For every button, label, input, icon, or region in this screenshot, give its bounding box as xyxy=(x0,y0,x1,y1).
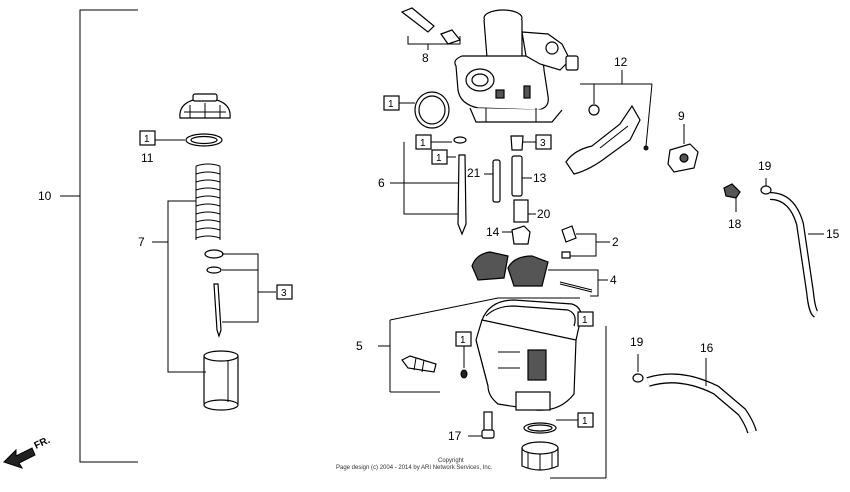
svg-text:1: 1 xyxy=(582,416,588,427)
carburetor-body xyxy=(454,9,579,123)
svg-text:3: 3 xyxy=(540,138,546,149)
float-needle-2: 2 xyxy=(561,225,619,259)
callout-20: 20 xyxy=(537,207,551,221)
bracket-7: 7 xyxy=(138,200,206,373)
callout-2: 2 xyxy=(612,235,619,249)
callout-6: 6 xyxy=(378,176,385,190)
jet-needle xyxy=(213,283,222,338)
svg-text:1: 1 xyxy=(388,99,394,110)
boxed-3-mid xyxy=(535,134,552,150)
float-bowl xyxy=(475,299,582,411)
boxed-1-left xyxy=(139,130,156,146)
callout-16: 16 xyxy=(700,341,714,355)
boxed-1-bowl-a xyxy=(577,311,594,327)
clip-19-upper: 19 xyxy=(758,159,772,195)
callout-5: 5 xyxy=(356,339,363,353)
clip-19-lower: 19 xyxy=(630,335,644,383)
throttle-valve xyxy=(203,350,239,411)
callout-11: 11 xyxy=(141,151,154,165)
screw-17: 17 xyxy=(448,411,495,443)
drain-screw xyxy=(401,355,437,373)
tube-15: 15 xyxy=(769,192,840,318)
choke-lever-12: 12 xyxy=(565,55,653,175)
gasket-11 xyxy=(185,133,223,147)
bracket-5: 5 xyxy=(356,297,607,479)
linkage-9: 9 xyxy=(667,109,699,173)
svg-text:1: 1 xyxy=(582,315,588,326)
callout-14: 14 xyxy=(486,225,500,239)
callout-8: 8 xyxy=(422,51,429,65)
callout-19-upper: 19 xyxy=(758,159,772,173)
copyright-line-2: Page design (c) 2004 - 2014 by ARI Netwo… xyxy=(336,465,493,471)
svg-text:1: 1 xyxy=(420,138,426,149)
bracket-6: 1 1 6 xyxy=(378,134,467,236)
callout-15: 15 xyxy=(826,227,840,241)
svg-text:1: 1 xyxy=(460,335,466,346)
callout-19-lower: 19 xyxy=(630,335,644,349)
float-valve-14: 14 xyxy=(486,225,531,245)
bolt-18: 18 xyxy=(723,183,742,231)
float-4: 4 xyxy=(471,251,617,297)
jet-3: 3 xyxy=(510,134,552,151)
drain-plug xyxy=(521,419,578,471)
callout-7: 7 xyxy=(138,235,145,249)
spring xyxy=(195,163,221,240)
o-ring-top: 1 xyxy=(383,91,450,129)
svg-text:3: 3 xyxy=(281,288,287,299)
boxed-1-top xyxy=(383,95,400,111)
jet-21: 21 xyxy=(467,159,501,203)
svg-text:FR.: FR. xyxy=(33,435,52,452)
screw-8: 8 xyxy=(400,7,462,65)
copyright-line-1: Copyright xyxy=(438,458,464,464)
front-direction-arrow: FR. xyxy=(3,435,52,469)
callout-12: 12 xyxy=(614,55,628,69)
callout-9: 9 xyxy=(678,109,685,123)
boxed-3-left xyxy=(276,284,293,300)
needle-clip xyxy=(204,249,224,274)
callout-18: 18 xyxy=(728,217,742,231)
tube-16: 16 xyxy=(646,341,757,434)
callout-17: 17 xyxy=(448,429,462,443)
boxed-1-bowl-c xyxy=(577,412,594,428)
svg-text:1: 1 xyxy=(436,153,442,164)
holder-20: 20 xyxy=(513,199,551,223)
bracket-3-left: 3 xyxy=(222,253,293,323)
main-jet-13: 13 xyxy=(511,155,547,197)
callout-4: 4 xyxy=(610,273,617,287)
svg-text:1: 1 xyxy=(144,134,150,145)
top-cap xyxy=(179,93,231,119)
bracket-10: 10 xyxy=(38,9,138,463)
callout-21: 21 xyxy=(467,166,481,180)
callout-13: 13 xyxy=(533,171,547,185)
callout-10: 10 xyxy=(38,189,52,203)
